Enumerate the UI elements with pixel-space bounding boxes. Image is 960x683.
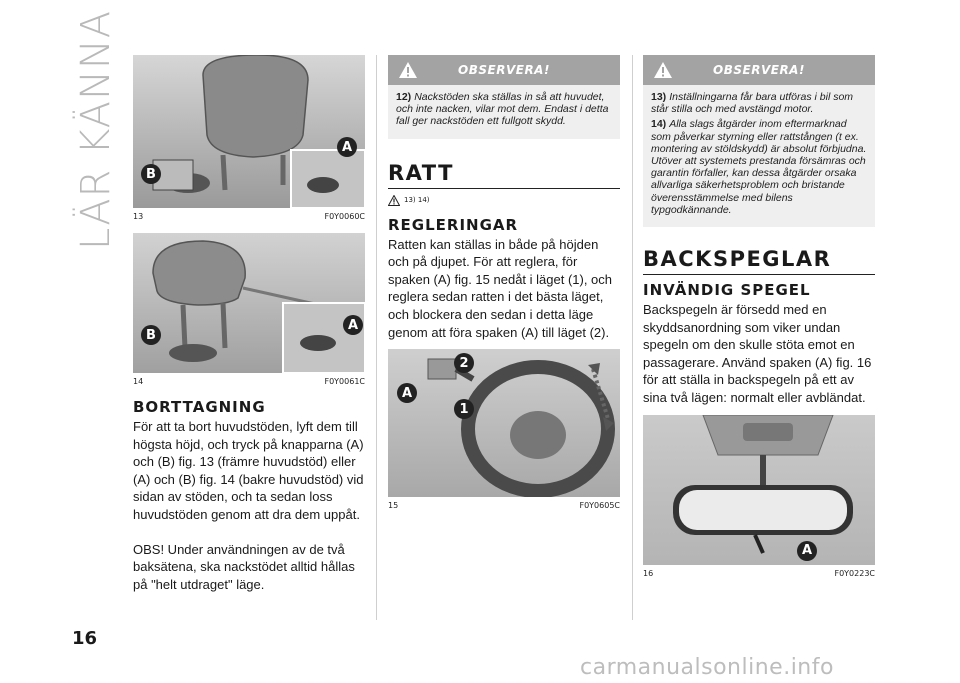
column-divider — [632, 55, 633, 620]
notice-header: OBSERVERA! — [643, 55, 875, 85]
heading-regleringar: REGLERINGAR — [388, 215, 519, 234]
paragraph-steering: Ratten kan ställas in både på höjden och… — [388, 236, 613, 340]
heading-borttagning: BORTTAGNING — [133, 398, 266, 416]
callout-1: 1 — [454, 399, 474, 420]
paragraph-mirror: Backspegeln är försedd med en skyddsanor… — [643, 302, 872, 405]
callout-a: A — [343, 315, 363, 335]
watermark: carmanualsonline.info — [580, 655, 834, 680]
callout-a: A — [337, 137, 357, 157]
paragraph-note: OBS! Under användningen av de två baksät… — [133, 541, 355, 592]
notice-item: 12)Nackstöden ska ställas in så att huvu… — [396, 91, 609, 128]
warning-icon — [388, 194, 400, 206]
figure-16: A — [643, 414, 875, 565]
column-3: OBSERVERA! 13)Inställningarna får bara u… — [643, 55, 875, 578]
notice-body: 13)Inställningarna får bara utföras i bi… — [643, 85, 875, 228]
chapter-title: LÄR KÄNNA DIN BIL — [73, 0, 119, 250]
warning-references: 13) 14) — [388, 194, 620, 206]
notice-item: 13)Inställningarna får bara utföras i bi… — [651, 91, 854, 116]
figure-13: B A — [133, 55, 365, 208]
notice-body: 12)Nackstöden ska ställas in så att huvu… — [388, 85, 620, 139]
figure-15: A 2 1 — [388, 349, 620, 498]
paragraph-removal: För att ta bort huvudstöden, lyft dem ti… — [133, 419, 364, 522]
callout-a: A — [397, 383, 417, 404]
warning-icon — [654, 62, 672, 78]
callout-b: B — [141, 325, 161, 345]
section-ratt: RATT — [388, 161, 620, 189]
heading-invandig-spegel: INVÄNDIG SPEGEL — [643, 281, 811, 300]
warning-icon — [399, 62, 417, 78]
section-backspeglar: BACKSPEGLAR — [643, 247, 875, 276]
figure-14: B A — [133, 233, 365, 373]
callout-a: A — [797, 540, 817, 561]
page-number: 16 — [72, 628, 98, 649]
column-2: OBSERVERA! 12)Nackstöden ska ställas in … — [388, 55, 620, 510]
notice-item: 14)Alla slags åtgärder inom eftermarknad… — [651, 118, 867, 216]
notice-header: OBSERVERA! — [388, 55, 620, 85]
column-divider — [376, 55, 377, 620]
callout-2: 2 — [454, 353, 474, 374]
callout-b: B — [141, 164, 161, 184]
